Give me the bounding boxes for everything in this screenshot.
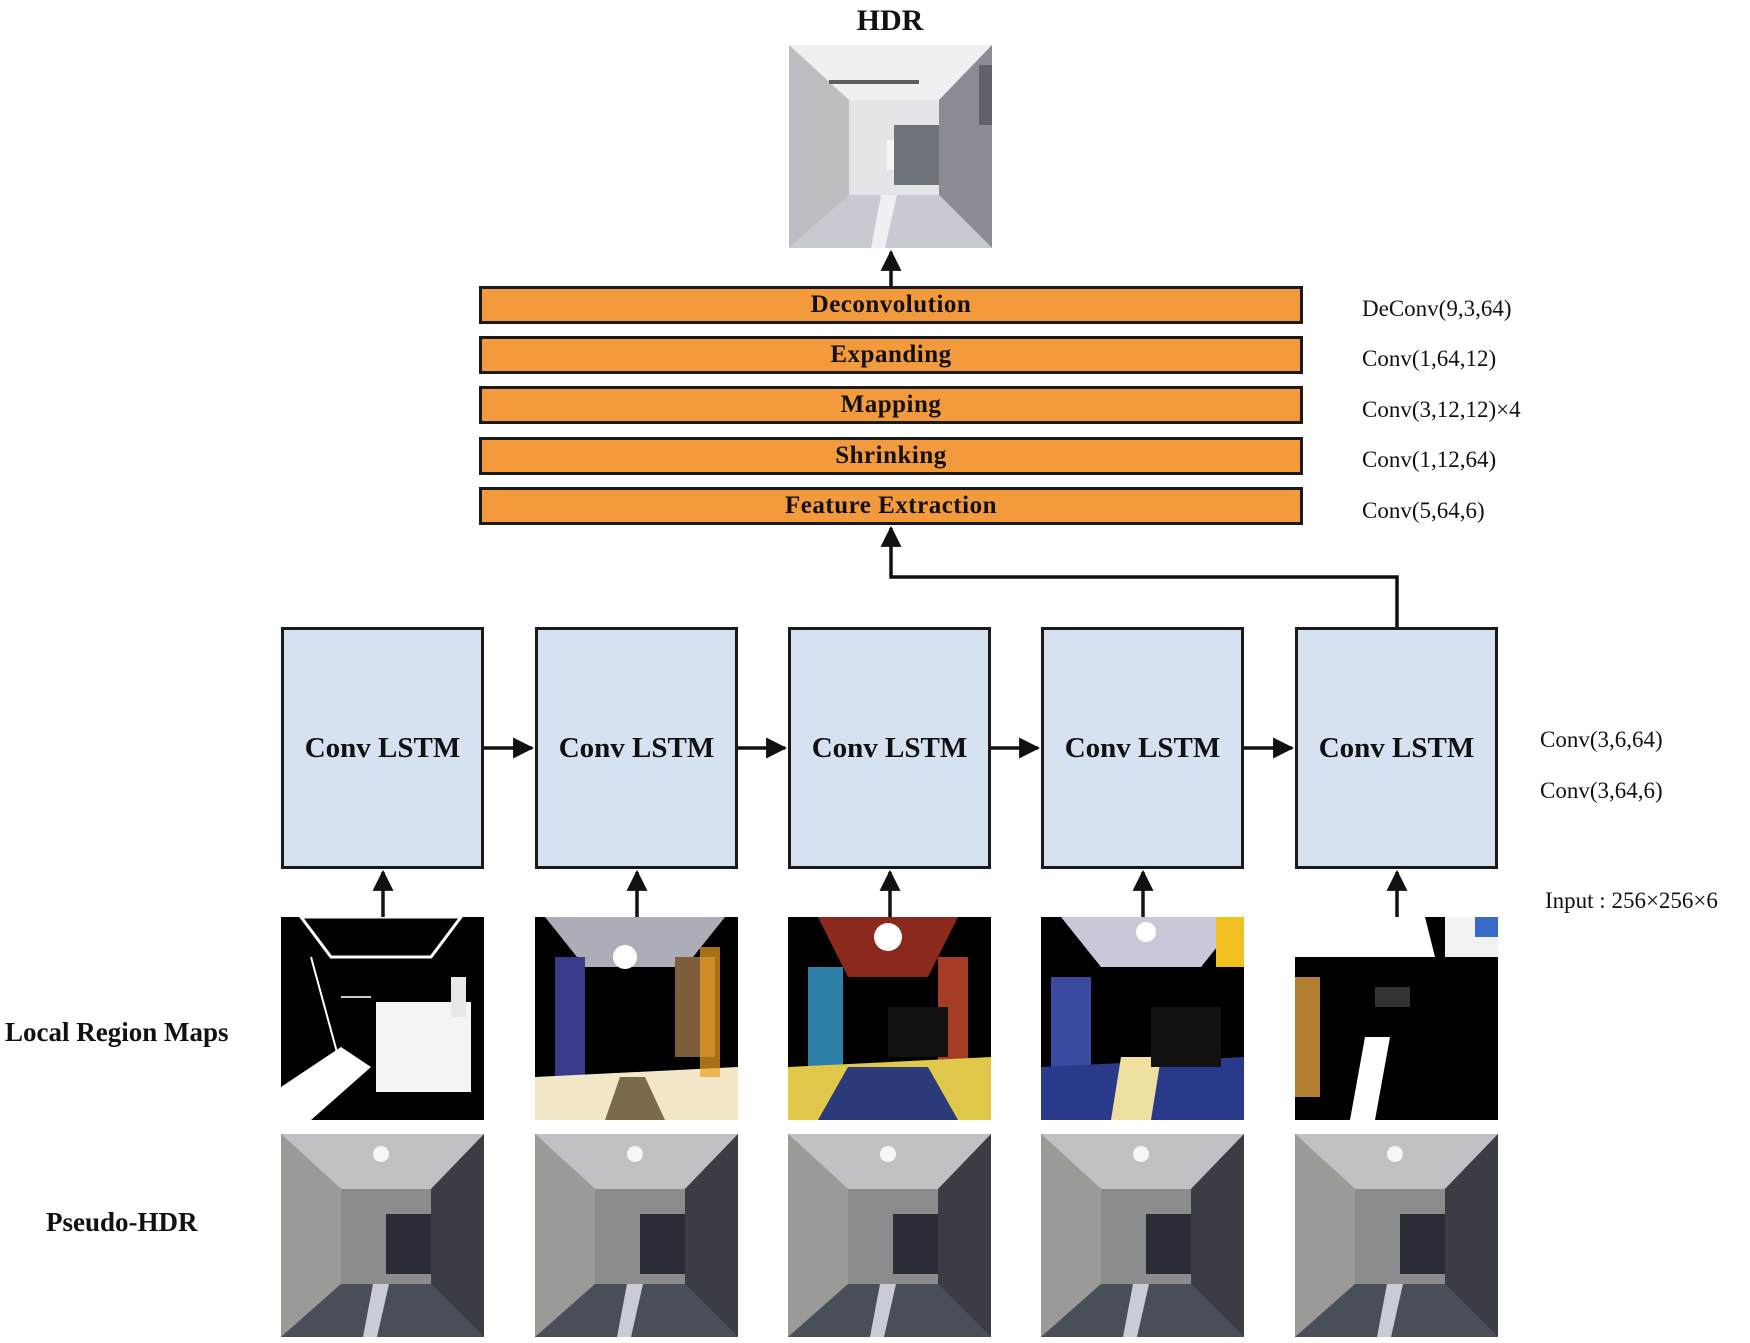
pseudo-hdr-image	[788, 1134, 991, 1337]
pseudo-hdr-image	[535, 1134, 738, 1337]
shrinking-param: Conv(1,12,64)	[1362, 447, 1497, 472]
expanding-param: Conv(1,64,12)	[1362, 346, 1497, 371]
deconvolution-param: DeConv(9,3,64)	[1362, 296, 1512, 321]
lstm-param-2: Conv(3,64,6)	[1540, 778, 1663, 803]
mapping-param: Conv(3,12,12)×4	[1362, 397, 1521, 422]
local-region-maps-label: Local Region Maps	[5, 1017, 229, 1047]
lstm-param-1: Conv(3,6,64)	[1540, 727, 1663, 752]
local-region-map-image	[535, 917, 738, 1120]
feature-extraction-param: Conv(5,64,6)	[1362, 498, 1485, 523]
deconvolution-layer: Deconvolution	[479, 286, 1303, 324]
local-region-map-image	[281, 917, 484, 1120]
arrow-lstm-to-feature	[880, 525, 1399, 627]
expanding-layer: Expanding	[479, 336, 1303, 374]
local-region-map-image	[1041, 917, 1244, 1120]
conv-lstm-block: Conv LSTM	[788, 627, 991, 869]
conv-lstm-block: Conv LSTM	[281, 627, 484, 869]
conv-lstm-block: Conv LSTM	[1041, 627, 1244, 869]
input-size-label: Input : 256×256×6	[1545, 888, 1718, 913]
hdr-output-image	[789, 45, 992, 248]
pseudo-hdr-image	[1295, 1134, 1498, 1337]
shrinking-layer: Shrinking	[479, 437, 1303, 475]
conv-lstm-block: Conv LSTM	[535, 627, 738, 869]
pseudo-hdr-image	[281, 1134, 484, 1337]
feature-extraction-layer: Feature Extraction	[479, 487, 1303, 525]
local-region-map-image	[788, 917, 991, 1120]
pseudo-hdr-image	[1041, 1134, 1244, 1337]
pseudo-hdr-label: Pseudo-HDR	[46, 1207, 198, 1237]
hdr-title: HDR	[856, 4, 924, 37]
conv-lstm-block: Conv LSTM	[1295, 627, 1498, 869]
local-region-map-image	[1295, 917, 1498, 1120]
mapping-layer: Mapping	[479, 386, 1303, 424]
